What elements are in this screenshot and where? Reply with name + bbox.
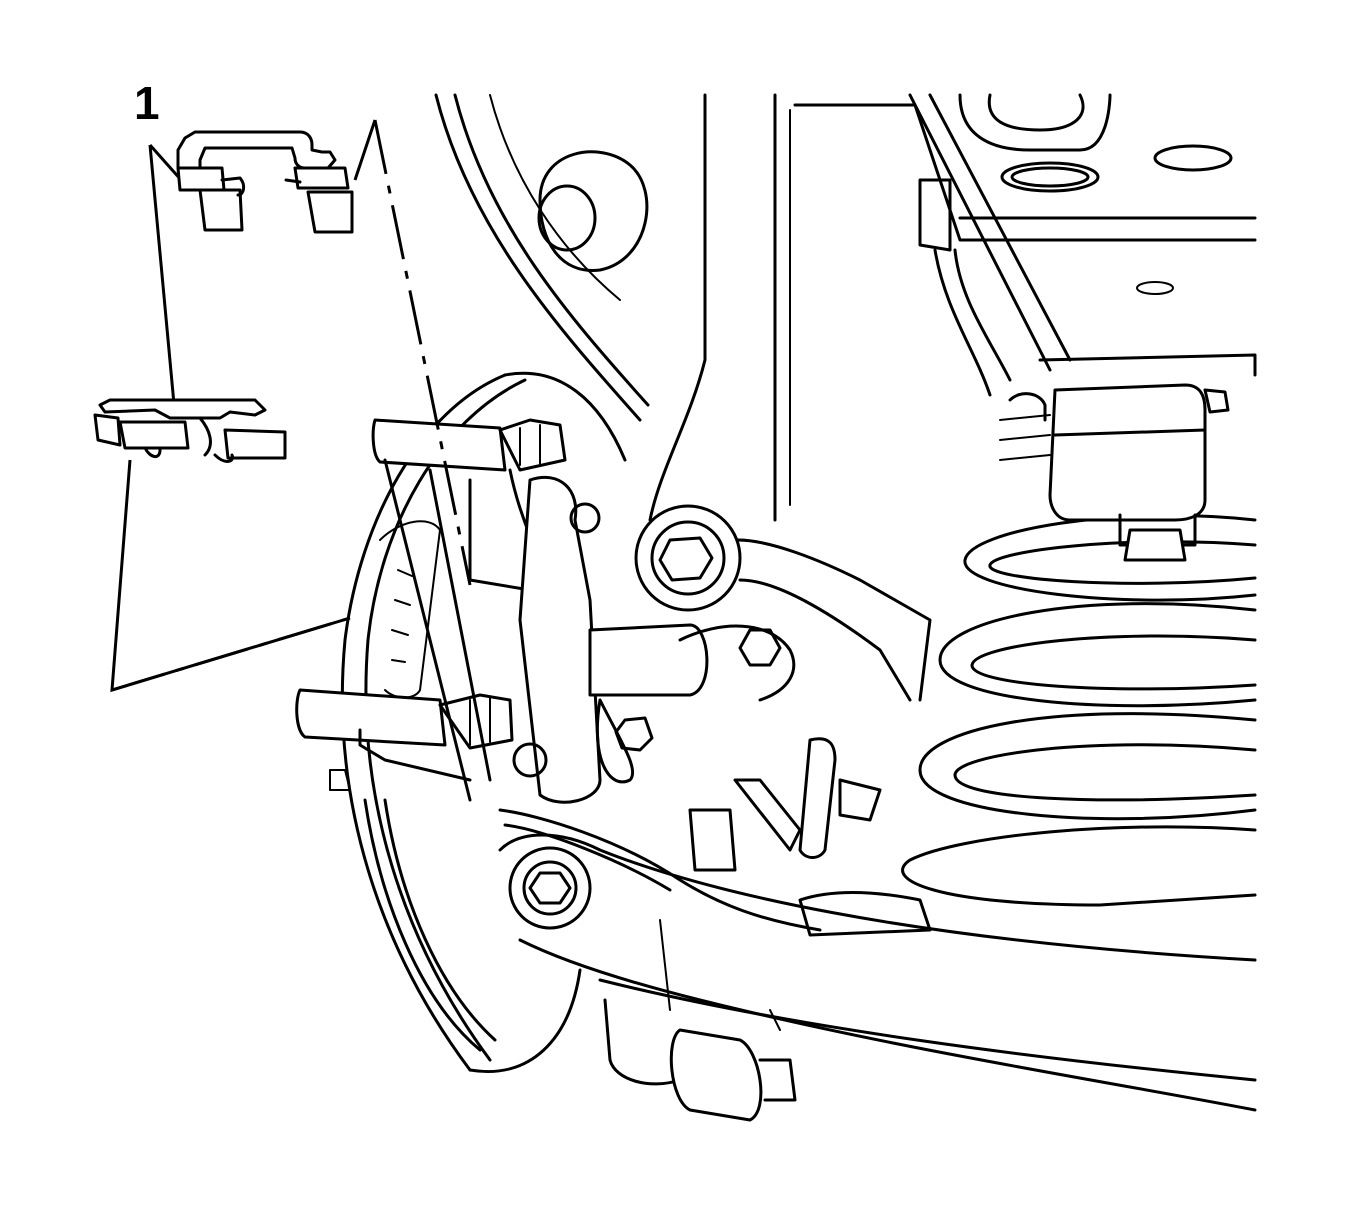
lower-control-arm	[498, 833, 1257, 1122]
coil-spring	[901, 514, 1257, 907]
callout-number: 1	[134, 77, 160, 129]
brake-caliper	[295, 418, 602, 804]
spring-seat	[999, 383, 1230, 562]
brake-pad-retainer-clip-upper	[176, 130, 354, 234]
wheel-speed-sensor-harness	[498, 737, 932, 937]
frame-rail	[793, 93, 1257, 397]
callout-leaders	[110, 119, 472, 693]
steering-knuckle	[588, 504, 932, 784]
brake-pad-retainer-clip-lower	[93, 398, 287, 463]
wheelhouse-panel	[434, 93, 791, 522]
